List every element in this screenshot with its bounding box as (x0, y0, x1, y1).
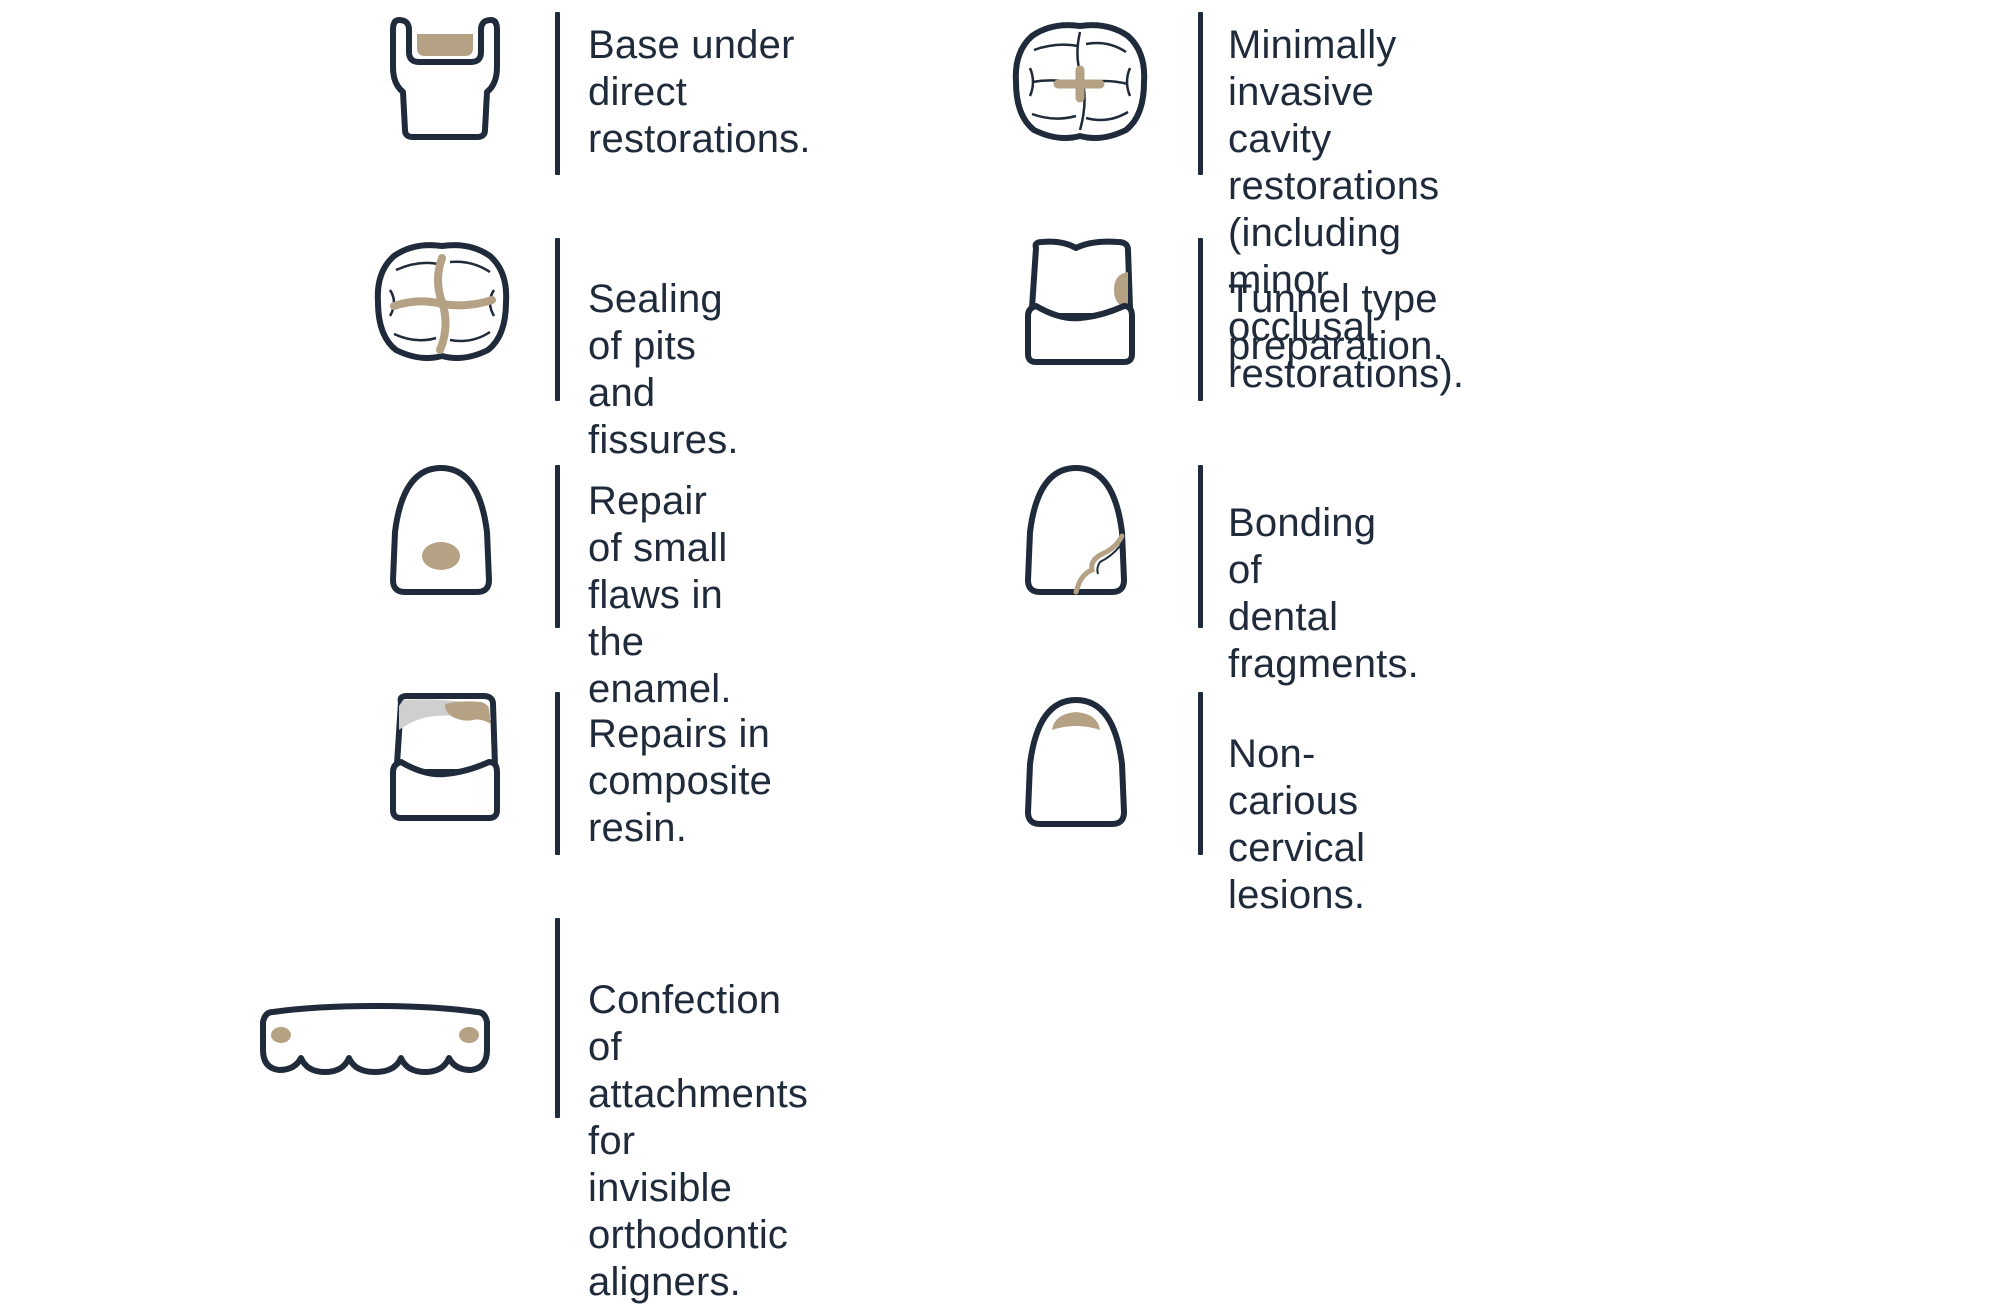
divider (1198, 12, 1203, 175)
divider (555, 12, 560, 175)
divider (1198, 238, 1203, 401)
item-label: Minimally invasive cavity restorations (… (1228, 23, 1465, 396)
item-label: Repairs in composite resin. (588, 712, 773, 850)
divider (555, 918, 560, 1118)
divider (555, 238, 560, 401)
item-label: Sealing of pits and fissures. (588, 277, 739, 462)
item-label: Confection of attachments for invisible … (588, 978, 809, 1304)
item-label: Repair of small flaws in the enamel. (588, 479, 732, 711)
item-label: Tunnel type preparation. (1228, 277, 1444, 368)
divider (555, 692, 560, 855)
dental-arch-icon (260, 1003, 490, 1075)
divider (1198, 465, 1203, 628)
tooth-base-icon (390, 17, 500, 140)
incisor-cervical-icon (1025, 697, 1127, 827)
item-label: Non-carious cervical lesions. (1228, 732, 1366, 917)
divider (555, 465, 560, 628)
divider (1198, 692, 1203, 855)
molar-occlusal-icon (1012, 22, 1148, 141)
incisor-spot-icon (390, 465, 492, 595)
item-label: Bonding of dental fragments. (1228, 501, 1419, 686)
molar-fissures-icon (374, 242, 510, 361)
incisor-fracture-icon (1025, 465, 1127, 595)
item-label: Base under direct restorations. (588, 23, 811, 161)
tooth-tunnel-icon (1025, 238, 1135, 365)
tooth-composite-icon (390, 693, 500, 821)
